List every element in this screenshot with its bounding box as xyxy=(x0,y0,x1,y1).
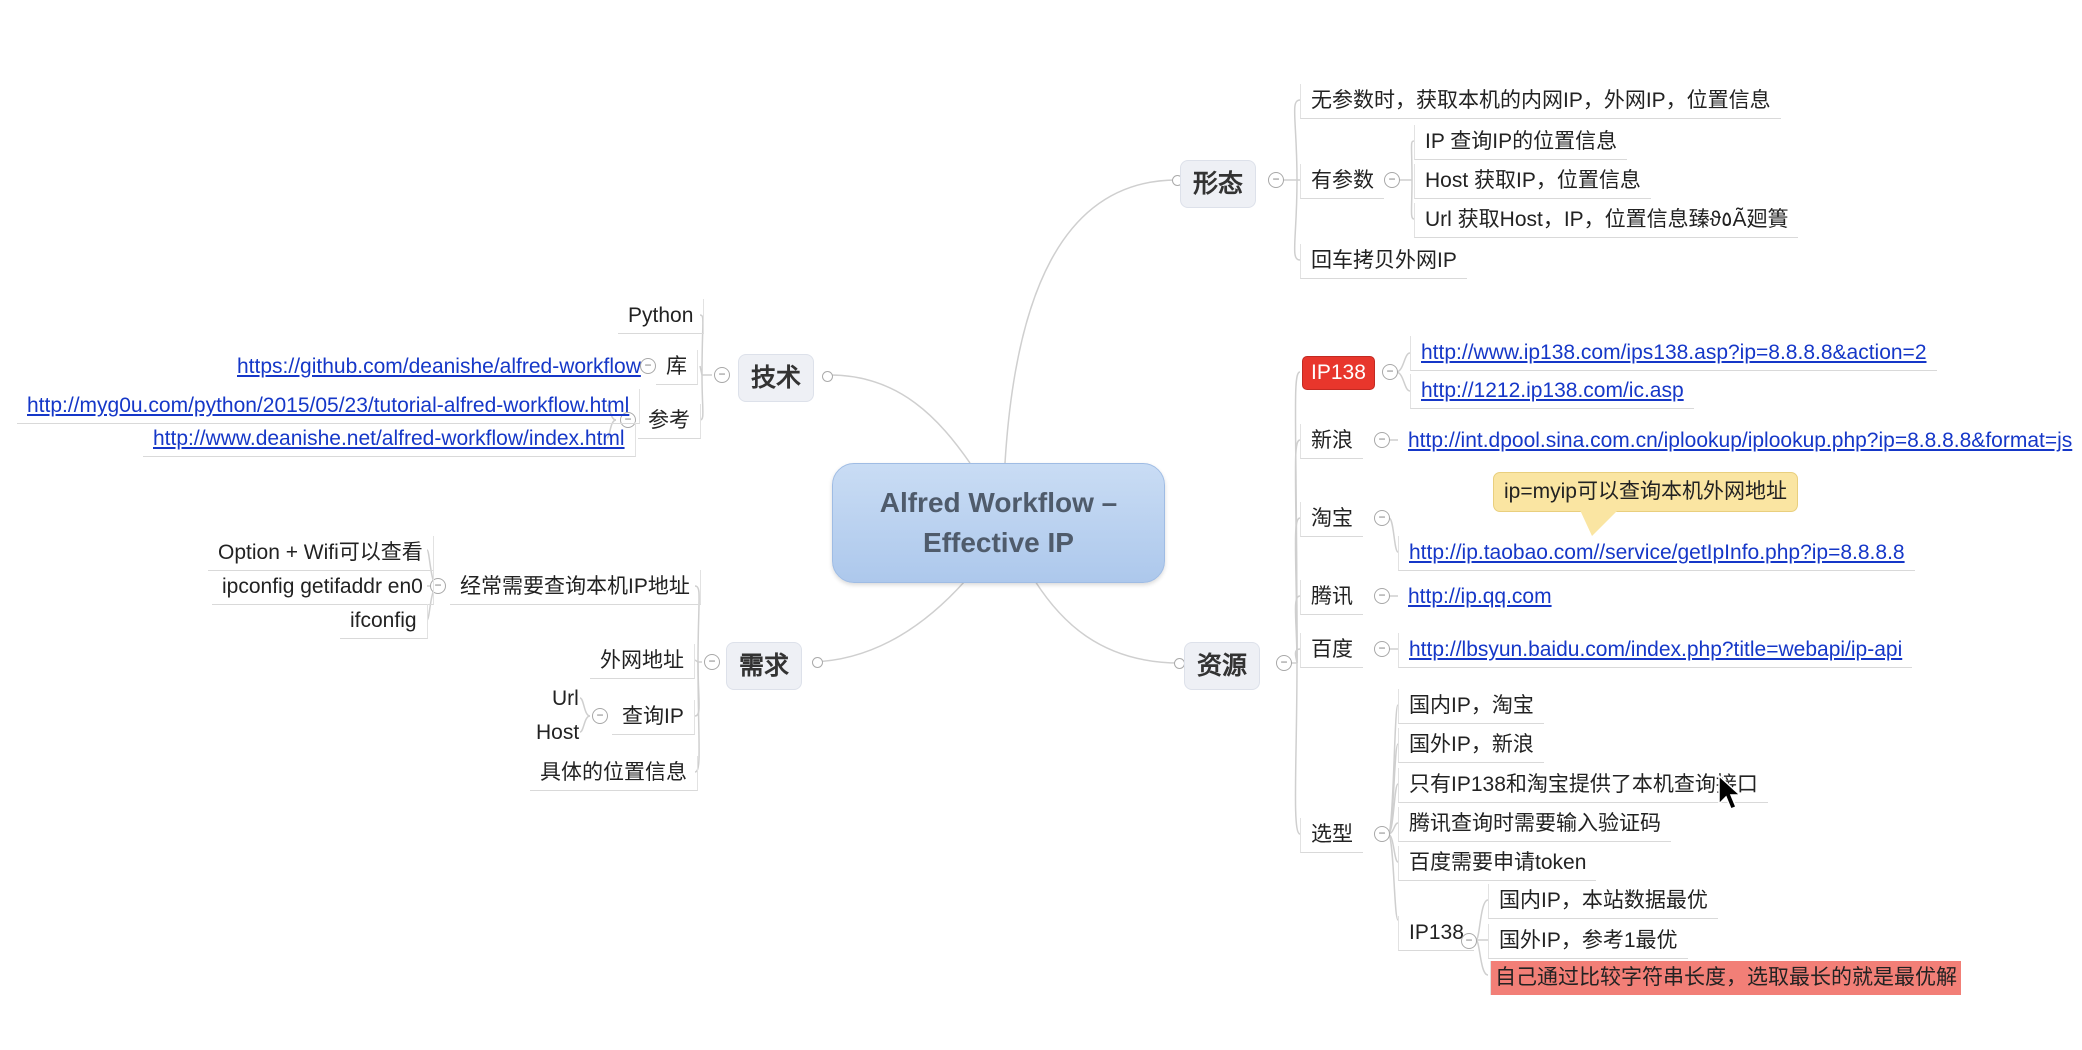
xuqiu-query-ip[interactable]: 查询IP xyxy=(612,700,695,735)
jishu-ref[interactable]: 参考 xyxy=(638,404,701,439)
ip138-link-1-text[interactable]: http://www.ip138.com/ips138.asp?ip=8.8.8… xyxy=(1421,341,1927,364)
query-ip-collapse-toggle[interactable]: − xyxy=(592,708,608,724)
xuqiu-check-local-ip[interactable]: 经常需要查询本机IP地址 xyxy=(450,570,701,605)
taobao-collapse-toggle[interactable]: − xyxy=(1374,510,1390,526)
baidu-link-text[interactable]: http://lbsyun.baidu.com/index.php?title=… xyxy=(1409,638,1903,661)
topic-xingtai[interactable]: 形态 xyxy=(1180,160,1257,208)
resource-xuanxing[interactable]: 选型 xyxy=(1300,818,1363,853)
option-wifi[interactable]: Option + Wifi可以查看 xyxy=(208,536,434,571)
xingtai-url-query[interactable]: Url 获取Host，IP，位置信息臻ϑ٥Ã廻簣 xyxy=(1414,203,1799,238)
xuqiu-location-info[interactable]: 具体的位置信息 xyxy=(530,756,698,791)
ref-link-2-text[interactable]: http://www.deanishe.net/alfred-workflow/… xyxy=(153,427,625,450)
jishu-python[interactable]: Python xyxy=(618,299,705,334)
sina-collapse-toggle[interactable]: − xyxy=(1374,432,1390,448)
query-host[interactable]: Host xyxy=(536,721,580,744)
callout-tail xyxy=(1580,510,1618,536)
xingtai-enter-copy[interactable]: 回车拷贝外网IP xyxy=(1300,244,1467,279)
sel-ip138-collapse-toggle[interactable]: − xyxy=(1461,933,1477,949)
xuqiu-collapse-toggle[interactable]: − xyxy=(704,654,720,670)
mouse-cursor-icon xyxy=(1718,774,1742,810)
selection-foreign[interactable]: 国外IP，新浪 xyxy=(1398,728,1544,763)
ref-link-1[interactable]: http://myg0u.com/python/2015/05/23/tutor… xyxy=(17,389,641,424)
jishu-collapse-toggle[interactable]: − xyxy=(714,367,730,383)
tencent-collapse-toggle[interactable]: − xyxy=(1374,588,1390,604)
jishu-connector-dot xyxy=(822,371,833,382)
lib-link-text[interactable]: https://github.com/deanishe/alfred-workf… xyxy=(237,355,641,378)
sina-link[interactable]: http://int.dpool.sina.com.cn/iplookup/ip… xyxy=(1398,424,2082,458)
selection-only-interface[interactable]: 只有IP138和淘宝提供了本机查询接口 xyxy=(1398,768,1768,803)
root-node[interactable]: Alfred Workflow – Effective IP xyxy=(832,463,1165,583)
jishu-lib[interactable]: 库 xyxy=(656,350,698,385)
ref-link-1-text[interactable]: http://myg0u.com/python/2015/05/23/tutor… xyxy=(27,394,630,417)
query-url[interactable]: Url xyxy=(552,687,579,710)
lib-link[interactable]: https://github.com/deanishe/alfred-workf… xyxy=(227,350,651,384)
ifconfig-cmd[interactable]: ifconfig xyxy=(340,604,428,639)
xingtai-no-param[interactable]: 无参数时，获取本机的内网IP，外网IP，位置信息 xyxy=(1300,84,1781,119)
resource-baidu[interactable]: 百度 xyxy=(1300,633,1363,668)
taobao-link-text[interactable]: http://ip.taobao.com//service/getIpInfo.… xyxy=(1409,541,1905,564)
topic-xuqiu[interactable]: 需求 xyxy=(726,642,803,690)
xuqiu-connector-dot xyxy=(812,657,823,668)
tencent-link[interactable]: http://ip.qq.com xyxy=(1398,580,1562,614)
baidu-collapse-toggle[interactable]: − xyxy=(1374,641,1390,657)
ip138-link-2-text[interactable]: http://1212.ip138.com/ic.asp xyxy=(1421,379,1684,402)
ip138-collapse-toggle[interactable]: − xyxy=(1382,364,1398,380)
resource-taobao[interactable]: 淘宝 xyxy=(1300,502,1363,537)
ref-collapse-toggle[interactable]: − xyxy=(620,412,636,428)
resource-tencent[interactable]: 腾讯 xyxy=(1300,580,1363,615)
resource-ip138-badge[interactable]: IP138 xyxy=(1302,356,1375,390)
check-local-collapse-toggle[interactable]: − xyxy=(430,578,446,594)
selection-domestic[interactable]: 国内IP，淘宝 xyxy=(1398,689,1544,724)
xingtai-ip-query[interactable]: IP 查询IP的位置信息 xyxy=(1414,125,1628,160)
ziyuan-collapse-toggle[interactable]: − xyxy=(1276,655,1292,671)
lib-collapse-toggle[interactable]: − xyxy=(640,358,656,374)
has-param-collapse-toggle[interactable]: − xyxy=(1384,172,1400,188)
selection-tencent-captcha[interactable]: 腾讯查询时需要输入验证码 xyxy=(1398,807,1671,842)
taobao-callout-note[interactable]: ip=myip可以查询本机外网地址 xyxy=(1493,472,1798,512)
ip138-link-2[interactable]: http://1212.ip138.com/ic.asp xyxy=(1410,374,1694,409)
ip138-foreign-best[interactable]: 国外IP，参考1最优 xyxy=(1488,924,1688,959)
xuanxing-collapse-toggle[interactable]: − xyxy=(1374,826,1390,842)
xuqiu-external-address[interactable]: 外网地址 xyxy=(590,644,695,679)
topic-jishu[interactable]: 技术 xyxy=(738,354,815,402)
sina-link-text[interactable]: http://int.dpool.sina.com.cn/iplookup/ip… xyxy=(1408,429,2073,452)
ip138-domestic-best[interactable]: 国内IP，本站数据最优 xyxy=(1488,884,1718,919)
taobao-link[interactable]: http://ip.taobao.com//service/getIpInfo.… xyxy=(1398,536,1915,571)
baidu-link[interactable]: http://lbsyun.baidu.com/index.php?title=… xyxy=(1398,633,1913,668)
ip138-link-1[interactable]: http://www.ip138.com/ips138.asp?ip=8.8.8… xyxy=(1410,336,1937,371)
tencent-link-text[interactable]: http://ip.qq.com xyxy=(1408,585,1552,608)
topic-ziyuan[interactable]: 资源 xyxy=(1184,642,1261,690)
xingtai-has-param[interactable]: 有参数 xyxy=(1300,164,1384,199)
xingtai-collapse-toggle[interactable]: − xyxy=(1268,172,1284,188)
ipconfig-cmd[interactable]: ipconfig getifaddr en0 xyxy=(212,570,434,605)
ip138-longest-best[interactable]: 自己通过比较字符串长度，选取最长的就是最优解 xyxy=(1490,961,1961,995)
root-title-line1: Alfred Workflow – xyxy=(879,487,1118,518)
resource-sina[interactable]: 新浪 xyxy=(1300,424,1363,459)
xingtai-host-query[interactable]: Host 获取IP，位置信息 xyxy=(1414,164,1651,199)
root-title-line2: Effective IP xyxy=(923,527,1074,558)
selection-ip138[interactable]: IP138 xyxy=(1398,916,1474,951)
ref-link-2[interactable]: http://www.deanishe.net/alfred-workflow/… xyxy=(143,422,636,457)
selection-baidu-token[interactable]: 百度需要申请token xyxy=(1398,846,1597,881)
